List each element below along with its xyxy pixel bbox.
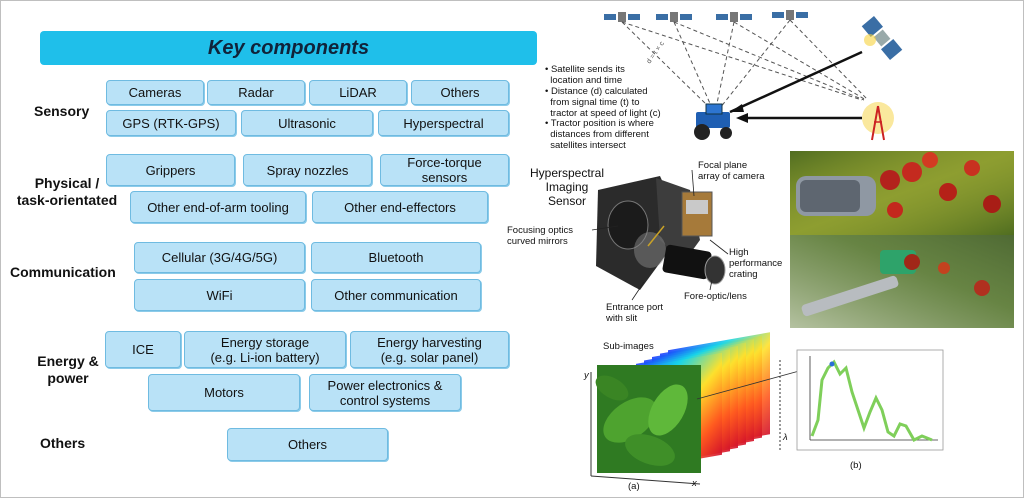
label-entrance-port: Entrance port with slit	[606, 302, 664, 324]
box-force-torque: Force-torque sensors	[380, 154, 509, 186]
gps-bullet-1: • Satellite sends its location and time	[545, 64, 625, 86]
box-power-electronics: Power electronics & control systems	[309, 374, 461, 411]
box-cameras: Cameras	[106, 80, 204, 105]
tractor-icon	[694, 103, 732, 140]
box-bluetooth: Bluetooth	[311, 242, 481, 273]
box-gps: GPS (RTK-GPS)	[106, 110, 236, 136]
gps-bullet-3: • Tractor position is where distances fr…	[545, 118, 654, 151]
label-grating: High performance crating	[729, 247, 783, 280]
category-communication: Communication	[10, 264, 116, 280]
box-energy-storage: Energy storage (e.g. Li-ion battery)	[184, 331, 346, 368]
robot-apple-photo-top	[790, 151, 1014, 235]
box-ice: ICE	[105, 331, 181, 368]
box-hyperspectral: Hyperspectral	[378, 110, 509, 136]
gps-bullet-2: • Distance (d) calculated from signal ti…	[545, 86, 661, 119]
satellite-icon	[604, 12, 640, 22]
axis-y-label: y	[584, 370, 589, 381]
box-motors: Motors	[148, 374, 300, 411]
spectrum-plot	[796, 349, 944, 451]
satellite-icon	[656, 12, 692, 22]
robot-apple-photo-bottom	[790, 235, 1014, 328]
satellite-large-icon	[861, 16, 903, 60]
label-focusing-optics: Focusing optics curved mirrors	[507, 225, 574, 247]
label-focal-plane: Focal plane array of camera	[698, 160, 765, 182]
satellite-icon	[716, 12, 752, 22]
box-grippers: Grippers	[106, 154, 235, 186]
label-a: (a)	[628, 481, 640, 492]
box-wifi: WiFi	[134, 279, 305, 311]
box-energy-harvesting: Energy harvesting (e.g. solar panel)	[350, 331, 509, 368]
label-b: (b)	[850, 460, 862, 471]
box-end-of-arm: Other end-of-arm tooling	[130, 191, 306, 223]
signal-rays	[621, 19, 869, 109]
box-ultrasonic: Ultrasonic	[241, 110, 373, 136]
box-sensory-others: Others	[411, 80, 509, 105]
box-other-communication: Other communication	[311, 279, 481, 311]
key-components-title: Key components	[40, 31, 537, 65]
box-radar: Radar	[207, 80, 305, 105]
axis-lambda-label: λ	[783, 432, 788, 443]
signal-tower-icon	[862, 102, 894, 141]
box-others: Others	[227, 428, 388, 461]
box-end-effectors: Other end-effectors	[312, 191, 488, 223]
category-physical: Physical / task-orientated	[16, 175, 118, 208]
category-others: Others	[40, 435, 86, 451]
box-lidar: LiDAR	[309, 80, 407, 105]
label-sub-images: Sub-images	[603, 341, 654, 352]
hyperspectral-camera	[596, 176, 726, 290]
axis-x-label: x	[692, 478, 697, 489]
camera-leader-lines	[591, 169, 729, 301]
satellite-icon	[772, 10, 808, 20]
hyperspectral-sensor-title: Hyperspectral Imaging Sensor	[529, 166, 605, 208]
hypercube-image	[590, 332, 833, 485]
label-fore-optic: Fore-optic/lens	[684, 291, 747, 302]
category-sensory: Sensory	[34, 103, 90, 119]
category-energy: Energy & power	[37, 353, 99, 386]
box-cellular: Cellular (3G/4G/5G)	[134, 242, 305, 273]
box-spray-nozzles: Spray nozzles	[243, 154, 372, 186]
